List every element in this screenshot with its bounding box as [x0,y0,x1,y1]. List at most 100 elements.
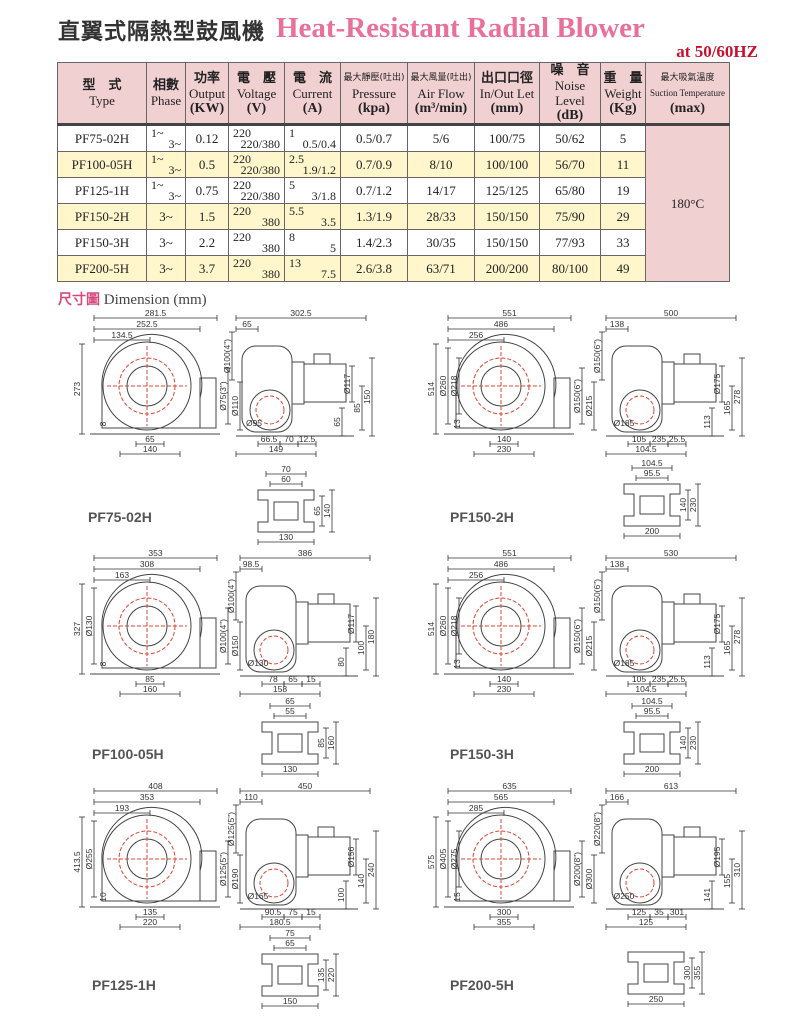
dimension-label: 15 [306,674,316,684]
cell-output: 1.5 [185,203,229,230]
dimension-label: Ø117 [342,374,352,394]
cell-airflow: 14/17 [407,177,475,204]
cell-inout: 100/100 [474,151,540,178]
cell-output: 0.12 [185,124,229,152]
dimension-label: 25.5 [669,674,686,684]
dimension-label: 105 [632,434,646,444]
dimension-label: 250 [649,994,663,1004]
dimension-label: Ø275 [449,848,459,869]
cell-temperature: 180°C [645,124,730,282]
cell-weight: 49 [600,255,646,282]
dimension-label: 10 [98,892,108,902]
dimension-label: Ø75(3") [218,381,228,411]
cell-phase-bottom: 3~ [168,136,182,151]
dimension-label: 70 [281,464,291,474]
page-header: 直翼式隔熱型鼓風機 Heat-Resistant Radial Blower [58,12,758,45]
column-header-en: Phase [150,93,182,108]
dimension-label: 486 [494,319,508,329]
dimension-label: 104.5 [635,684,657,694]
dimension-label: Ø175 [712,613,722,634]
terminal-box [313,353,331,365]
dimension-label: 85 [145,674,155,684]
dimension-label: Ø100(4") [218,619,228,653]
cell-current-top: 5 [289,177,295,192]
cell-current-top: 2.5 [289,151,304,166]
outlet-circle [619,629,661,671]
dimension-label: 149 [269,444,283,454]
cell-voltage-top: 220 [233,229,251,244]
cell-current-bottom: 1.9/1.2 [302,162,336,177]
cell-phase: 1~3~ [146,177,186,204]
outlet-inner [625,635,655,665]
dimension-label: 551 [502,548,516,558]
cell-voltage-top: 220 [233,125,251,140]
model-label-pf125-1h: PF125-1H [92,977,156,993]
dimension-label: 160 [143,684,157,694]
base-slot [639,495,665,515]
base-slot [643,963,669,983]
dimension-label: 105 [632,674,646,684]
dimension-label: 98.5 [243,559,260,569]
dimension-label: 125 [632,907,646,917]
dimension-label: 140 [356,874,366,888]
model-label-pf75-02h: PF75-02H [88,509,152,525]
blower-housing [101,333,203,429]
column-header-en: Noise Level [554,78,586,108]
dimension-label: Ø150(6") [592,579,602,613]
column-header-cn: 功率 [193,70,220,86]
column-header-cn: 型 式 [82,78,122,93]
dimension-label: 95.5 [644,468,661,478]
column-header-en: Weight [604,85,642,101]
dimension-label: 355 [692,966,702,980]
cell-phase-top: 1~ [151,151,164,166]
dimension-label: 140 [143,444,157,454]
dimension-label: 100 [336,888,346,902]
dimension-label: 193 [115,803,129,813]
outlet-circle [253,862,295,904]
dimension-label: Ø150(6") [572,619,582,653]
cell-type: PF200-5H [57,255,147,282]
dimension-label: 235 [652,434,666,444]
outlet-flange [553,377,571,429]
dimension-label: 125 [639,917,653,927]
dimension-label: 134.5 [111,330,133,340]
motor-flange [661,834,675,878]
model-label-pf150-3h: PF150-3H [450,746,514,762]
dimension-label: Ø175 [712,373,722,394]
dimension-label: 514 [426,622,436,636]
dimension-label: 575 [426,855,436,869]
outlet-inner [259,635,289,665]
dimension-label: 15 [452,892,462,902]
dimension-label: 60 [281,474,291,484]
dimension-label: 200 [645,764,659,774]
dimension-label: 302.5 [290,308,312,318]
dimension-label: 70 [284,434,294,444]
cell-airflow: 28/33 [407,203,475,230]
housing-ring [456,341,546,431]
dimension-label: 104.5 [635,444,657,454]
dimension-label: 85 [316,738,326,748]
dimension-label: 163 [115,570,129,580]
outlet-inner [625,868,655,898]
dimension-label: 252.5 [136,319,158,329]
dimension-label: 353 [148,548,162,558]
dimension-label: Ø300 [584,868,594,889]
column-header-en: Current [292,85,333,101]
dimension-label: 155 [722,874,732,888]
blower-housing [101,806,203,902]
cell-phase-bottom: 3~ [168,162,182,177]
dimension-label: 308 [140,559,154,569]
motor-flange [295,834,309,878]
cell-current-top: 13 [289,255,301,270]
column-header-unit: (A) [302,100,323,116]
base-bracket [623,721,681,765]
dimension-label: 65 [312,506,322,516]
dimension-label: 530 [664,548,678,558]
base-bracket [261,721,319,765]
dimension-label: 256 [469,330,483,340]
